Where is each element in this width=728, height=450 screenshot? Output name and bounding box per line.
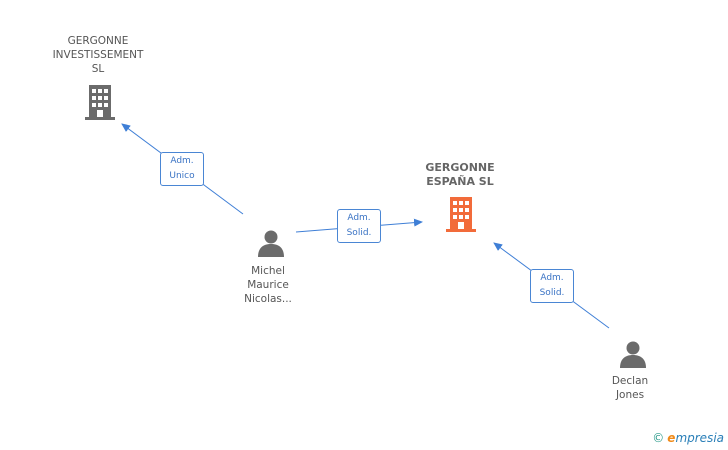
copyright-symbol: © — [652, 431, 665, 445]
building-icon[interactable] — [84, 84, 116, 120]
edge-badge-adm-unico[interactable]: Adm. Unico — [160, 152, 204, 186]
label-line: GERGONNE — [425, 161, 495, 174]
label-line: Declan — [611, 375, 649, 387]
label-line: SL — [91, 63, 105, 75]
building-icon[interactable] — [445, 196, 477, 232]
badge-line: Unico — [169, 171, 195, 181]
label-line: GERGONNE — [67, 35, 129, 47]
person-icon[interactable] — [618, 339, 648, 369]
label-line: Maurice — [247, 279, 289, 291]
edge-badge-adm-solid-declan[interactable]: Adm. Solid. — [530, 269, 574, 303]
label-line: Michel — [251, 265, 285, 277]
person-icon[interactable] — [256, 228, 286, 258]
label-line: ESPAÑA SL — [426, 175, 494, 188]
empresia-logo[interactable]: ©empresia — [652, 431, 724, 445]
badge-line: Solid. — [539, 288, 565, 298]
node-label-michel[interactable]: Michel Maurice Nicolas... — [218, 264, 318, 306]
logo-name: mpresia — [675, 431, 724, 445]
label-line: INVESTISSEMENT — [52, 49, 144, 61]
badge-line: Adm. — [540, 273, 564, 283]
node-label-gergonne-espana[interactable]: GERGONNE ESPAÑA SL — [400, 161, 520, 189]
badge-line: Solid. — [346, 228, 372, 238]
badge-line: Adm. — [170, 156, 194, 166]
node-label-declan[interactable]: Declan Jones — [590, 374, 670, 402]
edge-badge-adm-solid-michel[interactable]: Adm. Solid. — [337, 209, 381, 243]
badge-line: Adm. — [347, 213, 371, 223]
node-label-gergonne-investissement[interactable]: GERGONNE INVESTISSEMENT SL — [38, 34, 158, 76]
logo-initial: e — [667, 431, 676, 445]
label-line: Nicolas... — [244, 293, 292, 305]
label-line: Jones — [615, 389, 645, 401]
